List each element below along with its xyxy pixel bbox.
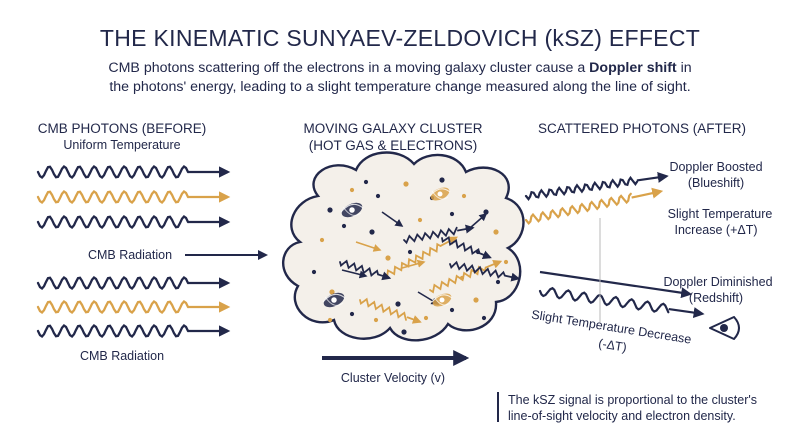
- electron-dot: [503, 259, 509, 265]
- electron-dot: [363, 179, 369, 185]
- electron-dot: [375, 193, 381, 199]
- electron-dot: [417, 217, 423, 223]
- electron-dot: [439, 177, 445, 183]
- cluster-interior: [311, 177, 521, 335]
- incoming-photon-wave: [36, 275, 231, 291]
- electron-dot: [319, 237, 325, 243]
- doppler-diminished-label: Doppler Diminished: [663, 275, 772, 289]
- electron-dot: [329, 289, 335, 295]
- scatter-wave: [441, 236, 492, 259]
- blueshift-label: (Blueshift): [688, 176, 744, 190]
- subtitle-line-2: the photons' energy, leading to a slight…: [109, 79, 690, 95]
- electron-dot: [403, 181, 409, 187]
- scatter-wave: [383, 236, 458, 280]
- diminished-photon-wave: [538, 286, 705, 319]
- electron-dot: [373, 317, 379, 323]
- electron-dot: [385, 255, 391, 261]
- galaxy-icon: [429, 187, 451, 201]
- doppler-boosted-label: Doppler Boosted: [669, 160, 762, 174]
- electron-dot: [395, 301, 401, 307]
- incoming-photon-wave: [36, 323, 231, 339]
- galaxy-icon: [322, 292, 346, 308]
- right-header: SCATTERED PHOTONS (AFTER): [538, 121, 746, 136]
- scattered-photon-waves: [524, 171, 705, 319]
- electron-path-arrow: [381, 211, 404, 227]
- temp-increase-label-1: Slight Temperature: [668, 207, 773, 221]
- boosted-photon-wave: [524, 171, 669, 201]
- center-header-line-2: (HOT GAS & ELECTRONS): [309, 138, 478, 153]
- electron-dot: [369, 229, 375, 235]
- eye-icon: [709, 316, 740, 340]
- electron-dot: [449, 211, 455, 217]
- left-subheader: Uniform Temperature: [63, 138, 180, 152]
- scatter-wave: [449, 260, 521, 282]
- electron-dot: [311, 269, 317, 275]
- electron-dot: [327, 207, 333, 213]
- electron-dot: [407, 249, 413, 255]
- scatter-wave: [429, 260, 503, 294]
- electron-dot: [493, 229, 499, 235]
- electron-dot: [401, 329, 407, 335]
- electron-path-arrow: [469, 212, 488, 229]
- electron-dot: [341, 223, 347, 229]
- scatter-wave: [359, 297, 422, 324]
- electron-dot: [327, 317, 333, 323]
- redshift-label: (Redshift): [689, 291, 743, 305]
- temp-decrease-label-2: (-ΔT): [597, 336, 627, 354]
- electron-dot: [481, 315, 487, 321]
- electron-dot: [473, 297, 479, 303]
- temp-increase-label-2: Increase (+ΔT): [674, 223, 757, 237]
- cmb-radiation-label-top: CMB Radiation: [88, 248, 172, 262]
- scatter-wave: [339, 259, 392, 281]
- cmb-radiation-label-bottom: CMB Radiation: [80, 349, 164, 363]
- temp-decrease-label-group: Slight Temperature Decrease (-ΔT): [530, 308, 692, 355]
- electron-dot: [349, 311, 355, 317]
- electron-dot: [495, 279, 501, 285]
- electron-dot: [483, 209, 489, 215]
- note-line-1: The kSZ signal is proportional to the cl…: [508, 393, 757, 407]
- boosted-photon-wave: [524, 187, 664, 225]
- center-header-line-1: MOVING GALAXY CLUSTER: [303, 121, 482, 136]
- cluster-velocity-label: Cluster Velocity (v): [341, 371, 445, 385]
- incoming-photon-wave: [36, 214, 231, 230]
- electron-dot: [449, 307, 455, 313]
- electron-dot: [423, 315, 429, 321]
- cmb-photon-waves: [36, 164, 231, 339]
- page-title: THE KINEMATIC SUNYAEV-ZELDOVICH (kSZ) EF…: [100, 25, 700, 51]
- electron-dot: [349, 187, 355, 193]
- galaxy-cluster-cloud: [282, 151, 525, 342]
- electron-path-arrow: [355, 241, 382, 252]
- incoming-photon-wave: [36, 189, 231, 205]
- electron-dot: [475, 249, 481, 255]
- subtitle-line-1: CMB photons scattering off the electrons…: [108, 60, 691, 76]
- left-header: CMB PHOTONS (BEFORE): [38, 121, 207, 136]
- diminished-photon-arrow: [539, 270, 693, 299]
- electron-dot: [461, 193, 467, 199]
- incoming-photon-wave: [36, 164, 231, 180]
- incoming-photon-wave: [36, 299, 231, 315]
- electron-path-arrow: [401, 259, 426, 269]
- galaxy-icon: [431, 293, 453, 307]
- electron-dot: [459, 275, 465, 281]
- galaxy-icon: [340, 202, 364, 218]
- electron-path-arrow: [341, 269, 368, 279]
- note-line-2: line-of-sight velocity and electron dens…: [508, 409, 736, 423]
